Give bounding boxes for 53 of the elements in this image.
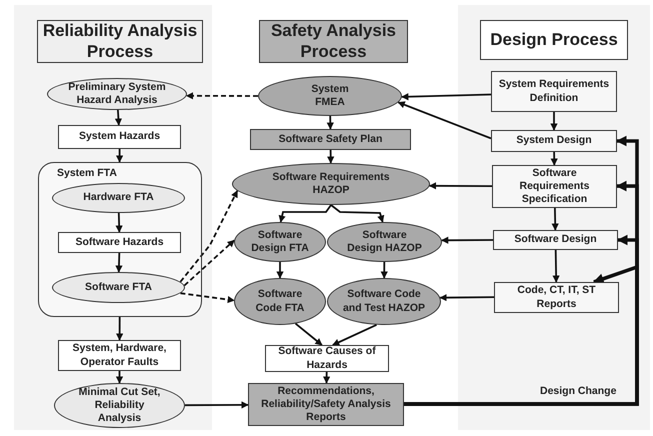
process-box: Software Hazards [58, 232, 181, 253]
analysis-ellipse: Software Code FTA [234, 278, 326, 325]
arrow [327, 150, 334, 164]
process-box: Software Design [493, 230, 618, 250]
group-container [38, 162, 202, 317]
arrow [404, 264, 639, 406]
arrow [276, 262, 284, 279]
analysis-ellipse: Software Design HAZOP [327, 222, 442, 262]
analysis-ellipse: Software Design FTA [234, 222, 326, 262]
analysis-ellipse: System FMEA [258, 76, 402, 116]
dashed-arrow [184, 240, 235, 286]
process-box: Code, CT, IT, ST Reports [494, 282, 619, 313]
arrow [441, 236, 493, 244]
arrow [550, 112, 558, 131]
process-box: System Hazards [58, 125, 181, 149]
process-heading: Reliability Analysis Process [37, 20, 203, 63]
arrow [398, 101, 492, 140]
arrow [294, 322, 322, 346]
arrow [116, 317, 124, 341]
dashed-arrow [186, 92, 258, 100]
note-text: Design Change [540, 385, 616, 397]
arrow [401, 93, 492, 100]
arrow [552, 208, 559, 231]
process-box: Software Safety Plan [250, 129, 411, 150]
arrow [326, 116, 334, 130]
arrow [116, 371, 124, 384]
process-box: Software Requirements Specification [492, 165, 617, 208]
arrow [439, 294, 494, 302]
analysis-ellipse: Software Code and Test HAZOP [327, 278, 441, 325]
arrow [428, 182, 492, 190]
dashed-arrow [180, 292, 235, 304]
arrow [550, 152, 558, 166]
arrow [185, 401, 249, 409]
arrow [116, 212, 123, 233]
process-box: Recommendations, Reliability/Safety Analysis Reports [248, 383, 404, 426]
arrow [552, 250, 560, 283]
arrow [380, 262, 388, 279]
process-heading: Safety Analysis Process [259, 20, 408, 63]
process-box: Software Causes of Hazards [265, 345, 389, 372]
process-box: System Design [491, 130, 617, 152]
dashed-arrow [180, 190, 238, 282]
process-box: System Requirements Definition [491, 71, 617, 112]
arrow [323, 372, 330, 384]
arrow [278, 204, 332, 223]
arrow [116, 149, 124, 163]
analysis-ellipse: Software Requirements HAZOP [232, 163, 430, 205]
arrow [114, 110, 122, 126]
group-title: System FTA [57, 167, 117, 180]
arrow [330, 204, 384, 223]
process-heading: Design Process [480, 20, 628, 60]
process-box: System, Hardware, Operator Faults [58, 340, 181, 371]
arrow [332, 324, 377, 346]
arrow [115, 252, 123, 273]
